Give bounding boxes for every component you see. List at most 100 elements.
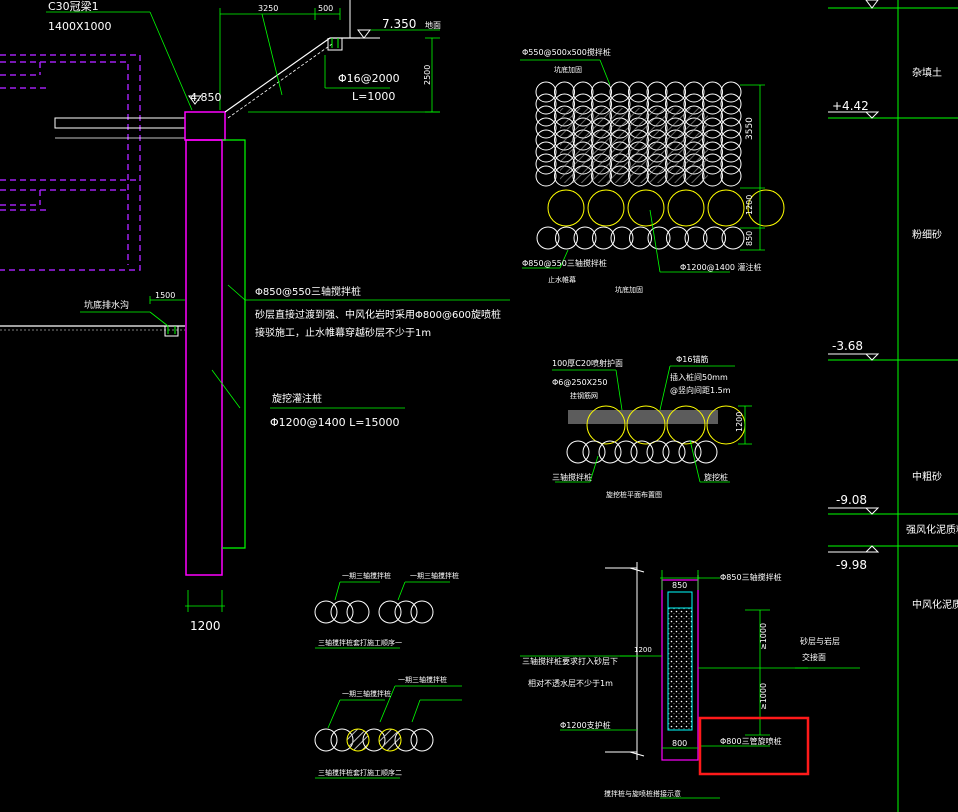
stirring-pile-circle <box>535 129 557 151</box>
method-1: 一期三轴搅拌桩 一期三轴搅拌桩 三轴搅拌桩套打施工顺序一 <box>314 571 459 649</box>
method2-label-a: 一期三轴搅拌桩 <box>342 689 391 698</box>
pit-drain-label: 坑底排水沟 <box>84 299 129 311</box>
mixing-pile-circle <box>662 440 686 464</box>
mixing-pile-circle <box>598 440 622 464</box>
strata-elev-2: -3.68 <box>832 339 863 353</box>
stirring-pile-circle <box>720 129 742 151</box>
stirring-pile-circle <box>609 81 631 103</box>
stirring-pile-circle <box>591 81 612 103</box>
stirring-pile-circle <box>720 153 742 175</box>
stirring-pile-circle <box>720 117 742 139</box>
strata-layer-4: 强风化泥质粉砂 <box>906 523 958 536</box>
mixing-pile-circle <box>582 440 606 464</box>
strata-layer-5: 中风化泥质粉砂 <box>912 598 958 611</box>
plan-top-subtitle: 坑底加固 <box>554 65 582 74</box>
bored-pile-circle <box>586 405 626 445</box>
bored-pile-circle <box>666 405 706 445</box>
dim-3250: 3250 <box>258 4 278 13</box>
dim-1200-mid: 1200 <box>735 412 744 432</box>
mid-label-mixing: 三轴搅拌桩 <box>552 472 592 482</box>
stirring-pile-circle <box>720 141 742 163</box>
stirring-pile-circle <box>535 117 557 139</box>
plan-mid-circles <box>566 405 746 464</box>
beam-label-2: 1400X1000 <box>48 20 112 33</box>
detail-right-note-1: 砂层与岩层 <box>800 636 840 646</box>
mixing-pile-circle <box>394 600 418 624</box>
plan-top-left-sub: 止水帷幕 <box>548 275 576 284</box>
section-note-1: 砂层直接过渡到强、中风化岩时采用Φ800@600旋喷桩 <box>255 308 501 321</box>
stirring-pile-circle <box>535 93 557 115</box>
plan-top-caption: 坑底加固 <box>615 285 643 294</box>
bored-pile-circle <box>587 189 625 227</box>
mid-label-left2: Φ6@250X250 <box>552 378 607 387</box>
mixing-pile-circle <box>378 728 402 752</box>
strata-elev-markers <box>828 0 880 553</box>
plan-mid-caption: 旋挖桩平面布置图 <box>606 490 662 499</box>
method2-circles <box>314 728 434 752</box>
section-leaders <box>46 11 510 612</box>
mid-label-right3: @竖向间距1.5m <box>670 385 731 395</box>
detail-dim-1000a: ≥1000 <box>759 623 768 650</box>
stirring-pile-circle <box>702 81 723 103</box>
waterproof-pile-circle <box>555 226 578 250</box>
waterproof-pile-circle <box>629 226 652 250</box>
detail-dim-1200: 1200 <box>634 646 652 654</box>
waterproof-pile-circle <box>703 226 726 250</box>
elev-ground: 7.350 <box>382 17 416 31</box>
method1-circles <box>314 600 434 624</box>
retaining-section: C30冠梁1 1400X1000 3250 500 7.350 地面 Φ16@2… <box>0 0 510 633</box>
bored-pile-spec: Φ1200@1400 L=15000 <box>270 416 399 429</box>
method2-label-b: 一期三轴搅拌桩 <box>398 675 447 684</box>
waterproof-pile-circle <box>647 226 671 250</box>
detail-dim-800: 800 <box>672 739 687 748</box>
mixing-pile-circle <box>378 600 402 624</box>
bored-pile-circle <box>707 189 745 227</box>
dim-3550: 3550 <box>745 117 755 140</box>
stirring-pile-circle <box>720 93 742 115</box>
detail-note-2: 相对不透水层不少于1m <box>528 678 613 688</box>
dim-1500: 1500 <box>155 291 175 300</box>
plan-top: Φ550@500x500搅拌桩 坑底加固 3550 1200 850 Φ850@… <box>520 47 785 294</box>
stirring-pile-circle <box>720 81 742 103</box>
pile-width-dim: 1200 <box>190 619 221 633</box>
stirring-pile-circle <box>572 81 594 103</box>
detail-dim-850: 850 <box>672 581 687 590</box>
mid-label-left3: 挂钢筋网 <box>570 391 598 400</box>
stirring-pile-circle <box>683 81 705 103</box>
reinforce-hatch <box>560 108 708 183</box>
waterproof-pile-circle <box>573 226 597 250</box>
ground-label: 地面 <box>425 20 441 30</box>
excavation-outline <box>0 54 141 271</box>
waterproof-pile-circle <box>536 226 560 250</box>
plan-top-dims <box>520 59 765 273</box>
mixing-pile-circle <box>346 728 370 752</box>
waterproof-pile-circle <box>592 226 615 250</box>
mixing-pile-circle <box>694 440 718 464</box>
method-2: 一期三轴搅拌桩 一期三轴搅拌桩 三轴搅拌桩套打施工顺序二 <box>314 675 462 779</box>
section-note-2: 接驳施工，止水帷幕穿越砂层不少于1m <box>255 326 431 339</box>
strata-elev-1: +4.42 <box>832 99 869 113</box>
detail-note-1: 三轴搅拌桩要求打入砂层下 <box>522 656 618 666</box>
strata-layer-1: 杂填土 <box>912 66 942 79</box>
stirring-pile-circle <box>535 165 557 187</box>
plan-mid-leaders <box>552 365 752 483</box>
mixing-pile-label: Φ850@550三轴搅拌桩 <box>255 285 361 298</box>
bored-pile <box>185 139 223 576</box>
mixing-pile-wall <box>222 139 246 549</box>
dim-850-top: 850 <box>745 231 754 246</box>
stirring-pile-circle <box>535 153 557 175</box>
stirring-pile-circle <box>535 81 557 103</box>
stirring-pile-circle <box>628 81 649 103</box>
mixing-pile-circle <box>314 600 338 624</box>
detail-mixing-label: Φ850三轴搅拌桩 <box>720 572 782 582</box>
mixing-pile-circle <box>630 440 654 464</box>
stirring-pile-circle <box>646 81 668 103</box>
dim-500: 500 <box>318 4 333 13</box>
mixing-pile-circle <box>330 600 354 624</box>
plan-top-title: Φ550@500x500搅拌桩 <box>522 47 611 57</box>
detail-right-note-2: 交接面 <box>802 652 826 662</box>
mixing-pile-circle <box>614 440 638 464</box>
mixing-pile-circle <box>346 600 370 624</box>
bored-pile-circle <box>667 189 705 227</box>
